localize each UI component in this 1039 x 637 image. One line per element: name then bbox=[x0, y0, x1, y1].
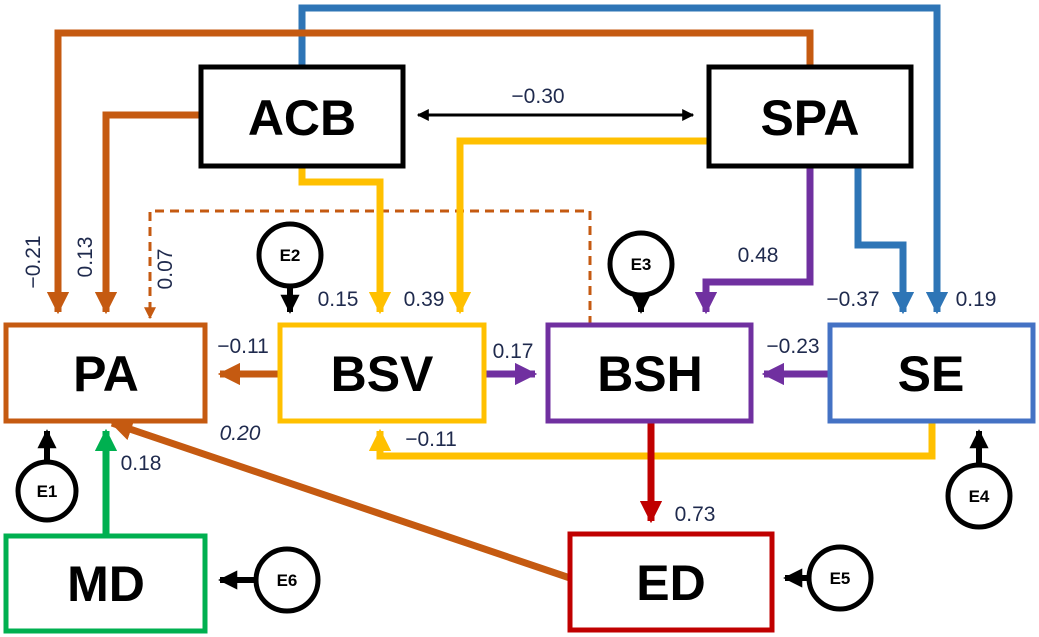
node-bsh: BSH bbox=[545, 322, 754, 424]
coef-se-bsv: −0.11 bbox=[405, 428, 457, 451]
node-bsv: BSV bbox=[277, 322, 487, 424]
node-md-label: MD bbox=[67, 556, 145, 612]
error-e1: E1 bbox=[15, 459, 79, 523]
node-bsh-label: BSH bbox=[597, 346, 703, 402]
error-e3-label: E3 bbox=[631, 255, 652, 274]
edge-spa-se bbox=[854, 166, 915, 315]
coef-ed-pa: 0.20 bbox=[220, 422, 261, 445]
coef-bsh-ed: 0.73 bbox=[675, 503, 716, 526]
coef-acb-pa: 0.13 bbox=[74, 237, 97, 278]
error-e2-label: E2 bbox=[280, 246, 301, 265]
error-e6: E6 bbox=[253, 546, 321, 614]
node-acb-label: ACB bbox=[248, 90, 356, 146]
edge-se-bsv bbox=[368, 421, 936, 460]
node-spa: SPA bbox=[706, 64, 914, 169]
node-spa-label: SPA bbox=[760, 90, 859, 146]
edge-bsh-pa bbox=[144, 209, 592, 325]
error-e6-label: E6 bbox=[277, 571, 298, 590]
node-se: SE bbox=[827, 322, 1036, 424]
coef-acb-bsv: 0.15 bbox=[318, 288, 359, 311]
edge-spa-bsh bbox=[694, 166, 814, 315]
coef-spa-bsh: 0.48 bbox=[738, 244, 779, 267]
error-e3: E3 bbox=[607, 230, 675, 298]
node-md: MD bbox=[3, 533, 208, 634]
edge-ed-pa bbox=[109, 418, 572, 582]
error-e2: E2 bbox=[256, 221, 324, 289]
edge-acb-se bbox=[298, 4, 949, 315]
node-bsv-label: BSV bbox=[331, 346, 434, 402]
node-se-label: SE bbox=[898, 346, 965, 402]
coef-acb-spa: −0.30 bbox=[511, 85, 564, 108]
coef-acb-se: 0.19 bbox=[956, 288, 997, 311]
error-e5: E5 bbox=[806, 544, 874, 612]
coef-bsv-pa: −0.11 bbox=[217, 335, 269, 358]
error-e4-label: E4 bbox=[969, 487, 990, 506]
coef-spa-bsv: 0.39 bbox=[404, 288, 445, 311]
error-e4: E4 bbox=[945, 462, 1013, 530]
coef-spa-se: −0.37 bbox=[826, 288, 879, 311]
coef-bsh-pa: 0.07 bbox=[154, 249, 177, 290]
coef-md-pa: 0.18 bbox=[121, 452, 162, 475]
node-ed-label: ED bbox=[636, 555, 705, 611]
coef-se-bsh: −0.23 bbox=[766, 335, 819, 358]
edge-spa-pa bbox=[46, 29, 814, 315]
node-ed: ED bbox=[567, 531, 775, 633]
edge-spa-bsv bbox=[448, 137, 709, 315]
node-acb: ACB bbox=[198, 64, 406, 169]
coef-bsv-bsh: 0.17 bbox=[493, 340, 534, 363]
edge-acb-bsv bbox=[298, 166, 392, 315]
edge-acb-pa bbox=[94, 111, 201, 315]
node-pa-label: PA bbox=[73, 346, 139, 402]
coef-spa-pa: −0.21 bbox=[22, 235, 45, 288]
node-pa: PA bbox=[3, 322, 208, 424]
error-e5-label: E5 bbox=[830, 569, 851, 588]
error-e1-label: E1 bbox=[37, 482, 58, 501]
